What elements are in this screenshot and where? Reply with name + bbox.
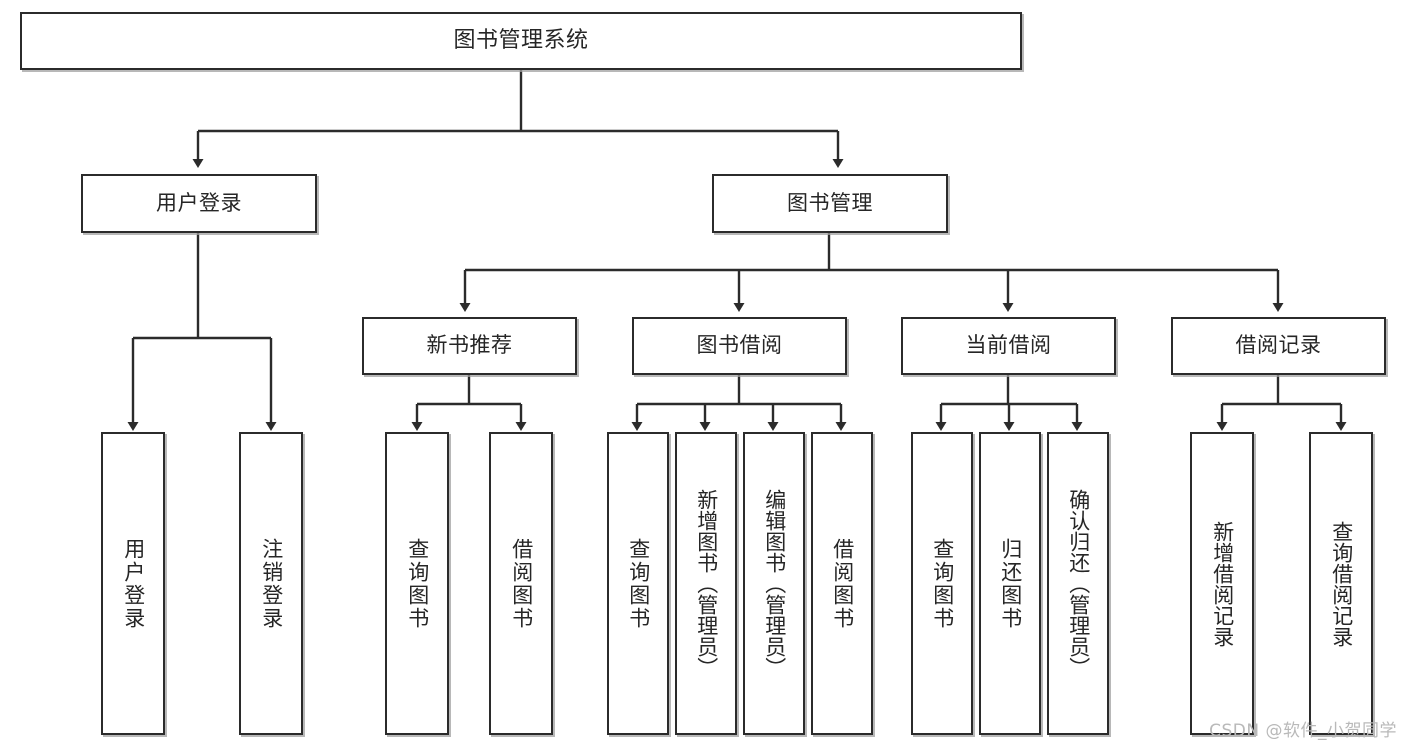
leaf-borrow-add-book-label: 新增图书（管理员）: [694, 489, 719, 678]
node-book-borrow[interactable]: 图书借阅: [632, 317, 847, 375]
node-user-login-label: 用户登录: [156, 190, 242, 215]
leaf-user-login-logout[interactable]: 注销登录: [239, 432, 303, 735]
leaf-borrow-edit-book[interactable]: 编辑图书（管理员）: [743, 432, 805, 735]
node-user-login[interactable]: 用户登录: [81, 174, 317, 233]
watermark: CSDN @软件_小贺同学: [1209, 721, 1397, 741]
node-current-borrow[interactable]: 当前借阅: [901, 317, 1116, 375]
leaf-borrow-query-book[interactable]: 查询图书: [607, 432, 669, 735]
leaf-record-query-record-label: 查询借阅记录: [1329, 520, 1354, 647]
leaf-current-return-book[interactable]: 归还图书: [979, 432, 1041, 735]
node-borrow-record[interactable]: 借阅记录: [1171, 317, 1386, 375]
leaf-current-confirm-return-label: 确认归还（管理员）: [1066, 489, 1091, 678]
leaf-record-add-record-label: 新增借阅记录: [1210, 520, 1235, 647]
leaf-new-book-query[interactable]: 查询图书: [385, 432, 449, 735]
leaf-borrow-borrow-book-label: 借阅图书: [830, 537, 855, 630]
leaf-record-add-record[interactable]: 新增借阅记录: [1190, 432, 1254, 735]
leaf-borrow-query-book-label: 查询图书: [626, 537, 651, 630]
node-root[interactable]: 图书管理系统: [20, 12, 1022, 70]
leaf-borrow-add-book[interactable]: 新增图书（管理员）: [675, 432, 737, 735]
node-borrow-record-label: 借阅记录: [1235, 333, 1322, 358]
node-book-manage[interactable]: 图书管理: [712, 174, 948, 233]
leaf-record-query-record[interactable]: 查询借阅记录: [1309, 432, 1373, 735]
leaf-new-book-borrow-label: 借阅图书: [509, 537, 534, 630]
leaf-new-book-borrow[interactable]: 借阅图书: [489, 432, 553, 735]
leaf-current-query-book[interactable]: 查询图书: [911, 432, 973, 735]
leaf-borrow-edit-book-label: 编辑图书（管理员）: [762, 489, 787, 678]
leaf-user-login-login-label: 用户登录: [121, 537, 146, 630]
leaf-current-confirm-return[interactable]: 确认归还（管理员）: [1047, 432, 1109, 735]
leaf-current-return-book-label: 归还图书: [998, 537, 1023, 630]
node-book-borrow-label: 图书借阅: [696, 333, 783, 358]
leaf-current-query-book-label: 查询图书: [930, 537, 955, 630]
leaf-user-login-login[interactable]: 用户登录: [101, 432, 165, 735]
node-new-book-recommend-label: 新书推荐: [426, 333, 513, 358]
node-book-manage-label: 图书管理: [787, 190, 873, 215]
leaf-user-login-logout-label: 注销登录: [259, 537, 284, 630]
node-new-book-recommend[interactable]: 新书推荐: [362, 317, 577, 375]
node-root-label: 图书管理系统: [453, 27, 589, 53]
leaf-borrow-borrow-book[interactable]: 借阅图书: [811, 432, 873, 735]
node-current-borrow-label: 当前借阅: [965, 333, 1052, 358]
leaf-new-book-query-label: 查询图书: [405, 537, 430, 630]
